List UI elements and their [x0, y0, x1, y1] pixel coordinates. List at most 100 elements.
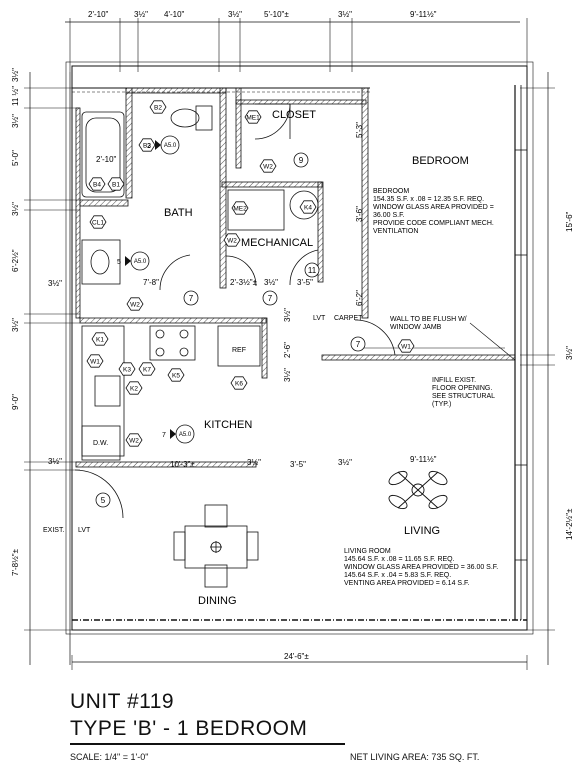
svg-text:5'-0": 5'-0": [11, 150, 20, 166]
fixture-tag-label: W2: [130, 301, 140, 308]
door-tag-circle: [262, 290, 278, 306]
svg-text:6'-2": 6'-2": [355, 290, 364, 306]
elevation-marker-number: 5: [117, 259, 121, 266]
svg-text:7'-8": 7'-8": [143, 278, 159, 287]
door-tag-circle: [183, 290, 199, 306]
elevation-marker-number: 2: [147, 143, 151, 150]
svg-text:3½": 3½": [283, 368, 292, 382]
dims-interior: 2'-10" 7'-8" 2'-3½"± 3½" 3'-5" 10'-3"± 3…: [96, 155, 437, 469]
fixture-tag-label: ME2: [233, 205, 247, 212]
svg-text:3½": 3½": [565, 346, 574, 360]
svg-text:2'-10": 2'-10": [96, 155, 117, 164]
fixture-tag-hex: [125, 433, 143, 447]
door-tag-circle: [350, 336, 366, 352]
elevation-marker-number: 7: [162, 432, 166, 439]
room-label-dining: DINING: [198, 595, 237, 607]
elevation-marker-sheet: A5.0: [134, 259, 147, 265]
svg-text:3½": 3½": [134, 10, 148, 19]
unit-number: UNIT #119: [70, 690, 175, 713]
svg-text:2'-3½"±: 2'-3½"±: [230, 278, 258, 287]
callout-leaders: [354, 322, 516, 361]
svg-text:9'-0": 9'-0": [11, 394, 20, 410]
fixture-tag-label: B1: [112, 181, 120, 188]
doors: [74, 103, 396, 519]
fixture-tag-label: B2: [154, 104, 162, 111]
door-tag-circle: [95, 492, 111, 508]
dishwasher: [81, 425, 121, 461]
svg-text:11 ½": 11 ½": [11, 86, 20, 106]
fixture-tag-hex: [118, 362, 136, 376]
toilet: [170, 108, 200, 128]
net-living-area: NET LIVING AREA: 735 SQ. FT.: [350, 752, 480, 762]
svg-text:3½": 3½": [338, 458, 352, 467]
svg-text:3½": 3½": [48, 457, 62, 466]
fixture-tag-label: W2: [129, 437, 139, 444]
elevation-marker-arrow: [125, 256, 131, 266]
svg-text:5'-10"±: 5'-10"±: [264, 10, 289, 19]
fixture-tag-hex: [223, 233, 241, 247]
fixture-tag-hex: [259, 159, 277, 173]
fixture-tag-hex: [149, 100, 167, 114]
interior-walls: [75, 87, 516, 468]
fixture-tag-hex: [231, 201, 249, 215]
door-tag-circle: [293, 152, 309, 168]
label-ref: REF: [232, 347, 246, 354]
fixture-tag-hex: [167, 368, 185, 382]
fixture-tag-hex: [230, 376, 248, 390]
note-bedroom: BEDROOM 154.35 S.F. x .08 = 12.35 S.F. R…: [373, 188, 496, 235]
svg-text:3½": 3½": [11, 202, 20, 216]
svg-text:2'-6": 2'-6": [283, 342, 292, 358]
room-label-living: LIVING: [404, 525, 440, 537]
door-tag-label: 11: [308, 266, 317, 275]
svg-text:5'-3": 5'-3": [355, 122, 364, 138]
fixture-tag-label: K3: [123, 366, 131, 373]
fixture-tag-label: K4: [304, 204, 312, 211]
fixture-tag-label: K1: [96, 336, 104, 343]
room-label-mechanical: MECHANICAL: [241, 237, 313, 249]
elevation-marker-arrow: [155, 140, 161, 150]
fixture-tag-hex: [244, 110, 262, 124]
label-dishwasher: D.W.: [93, 440, 108, 447]
fixture-tag-label: K6: [235, 380, 243, 387]
fixture-tag-hex: [107, 177, 125, 191]
svg-text:3½": 3½": [338, 10, 352, 19]
dims-top: 2'-10" 3½" 4'-10" 3½" 5'-10"± 3½" 9'-11½…: [88, 10, 437, 19]
dimension-lines: [24, 18, 555, 670]
door-tag-label: 7: [356, 340, 361, 349]
dims-left: 3½" 11 ½" 3½" 5'-0" 3½" 6'-2½" 3½" 3½" 9…: [11, 68, 62, 576]
svg-text:10'-3"±: 10'-3"±: [170, 460, 195, 469]
svg-text:3'-5": 3'-5": [290, 460, 306, 469]
door-tag-circle: [304, 262, 320, 278]
elevation-marker-sheet: A5.0: [164, 143, 177, 149]
svg-text:9'-11½": 9'-11½": [410, 455, 437, 464]
fixture-tag-label: W1: [90, 358, 100, 365]
svg-text:3½": 3½": [11, 68, 20, 82]
fixture-tag-hex: [86, 354, 104, 368]
room-label-bedroom: BEDROOM: [412, 155, 469, 167]
vanity: [81, 239, 121, 285]
fixture-tag-hex: [138, 138, 156, 152]
room-label-bath: BATH: [164, 207, 193, 219]
fixture-tag-hex: [89, 215, 107, 229]
counter-left: [81, 325, 125, 457]
svg-text:6'-2½": 6'-2½": [11, 249, 20, 272]
svg-text:7'-8½"±: 7'-8½"±: [11, 548, 20, 576]
fixture-tag-hex: [126, 297, 144, 311]
fixture-tag-hex: [138, 362, 156, 376]
svg-text:15'-6": 15'-6": [565, 211, 574, 232]
dims-right: 5'-3" 3'-6" 15'-6" 6'-2" 3½" 14'-2½"±: [355, 122, 574, 540]
dim-bottom: 24'-6"±: [284, 652, 309, 661]
fixture-tag-label: K7: [143, 366, 151, 373]
svg-text:3½": 3½": [264, 278, 278, 287]
label-carpet: CARPET: [334, 315, 363, 322]
scale-label: SCALE: 1/4" = 1'-0": [70, 752, 149, 762]
door-tag-label: 7: [189, 294, 194, 303]
exterior-walls: [65, 61, 534, 635]
title-underline: [70, 743, 345, 745]
washer: [227, 189, 285, 231]
fixture-tag-hex: [91, 332, 109, 346]
fixture-tag-hex: [125, 381, 143, 395]
svg-text:2'-10": 2'-10": [88, 10, 109, 19]
svg-text:3½": 3½": [247, 458, 261, 467]
